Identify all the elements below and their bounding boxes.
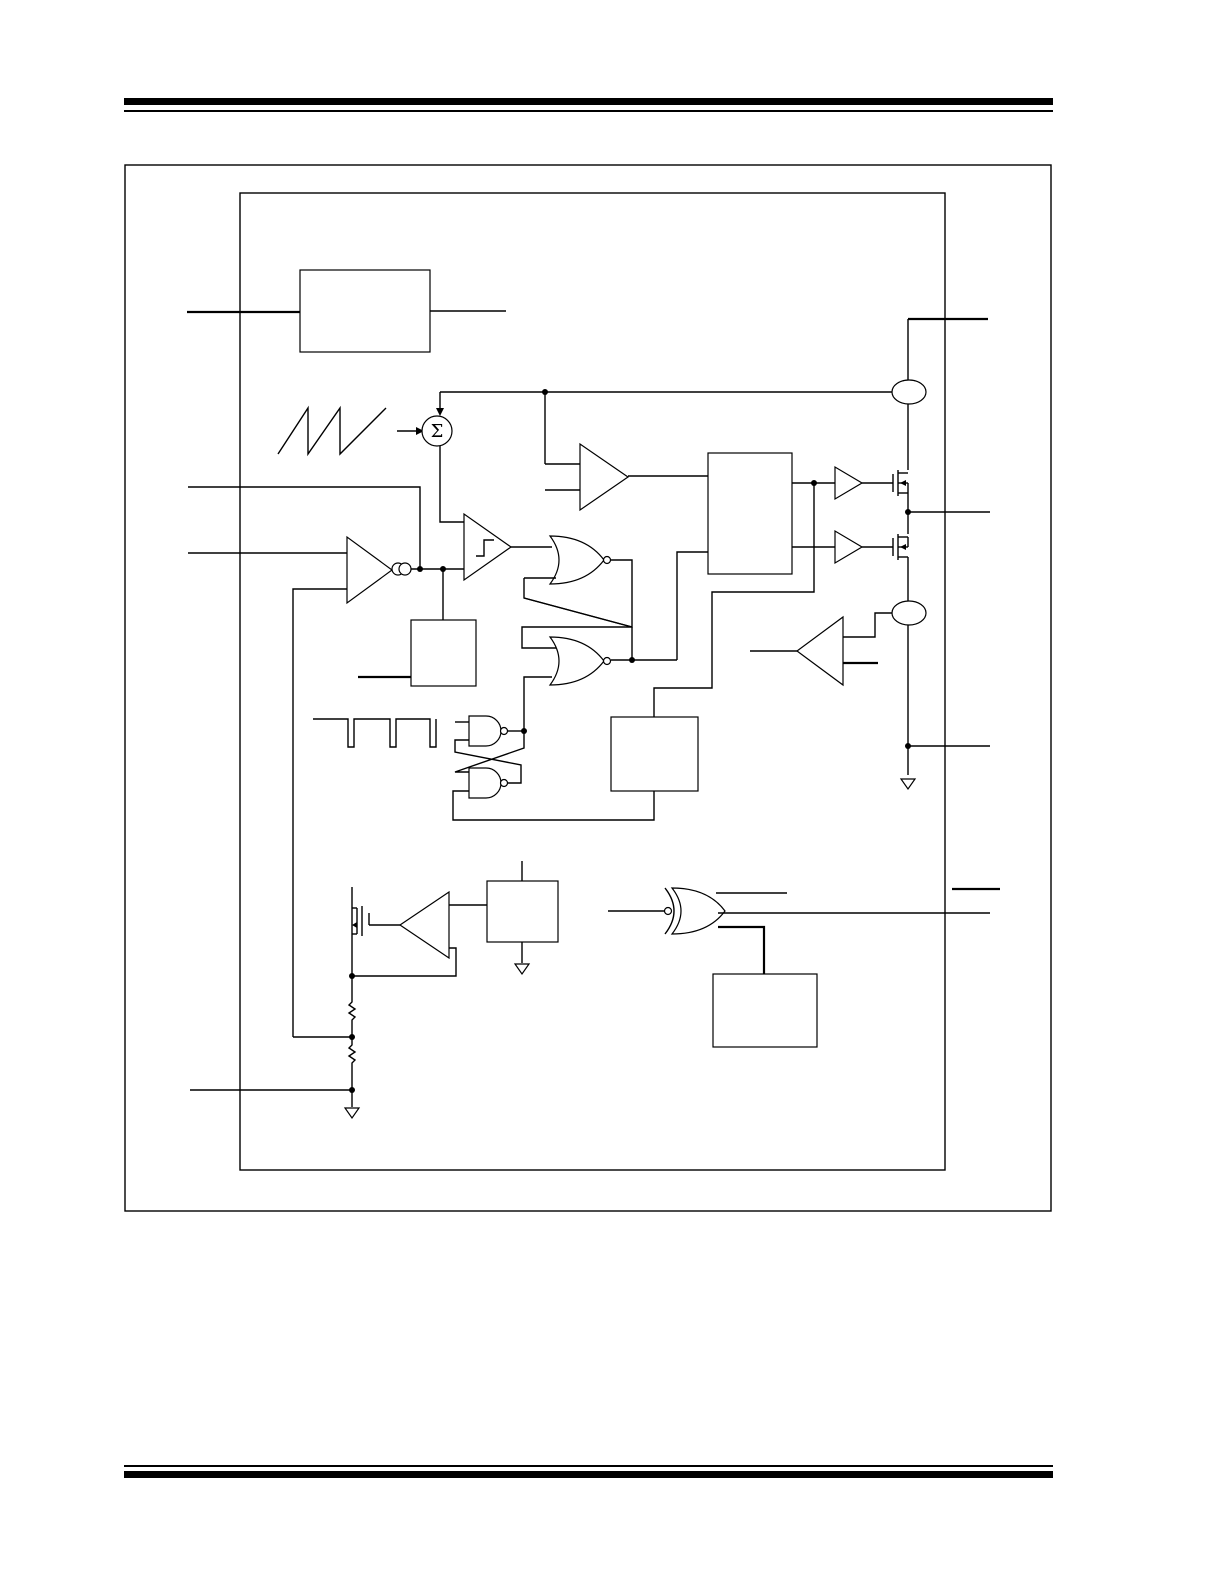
ground-symbol-reference: [513, 963, 531, 976]
chip-boundary: [239, 192, 946, 1171]
current-sense-loop-top: [891, 379, 927, 405]
error-amplifier: [346, 535, 394, 605]
reference-amplifier: [398, 890, 450, 960]
output-nor-gate: [608, 887, 990, 974]
nor-latch-upper: [521, 535, 633, 649]
hysteretic-comparator: [439, 446, 552, 582]
control-logic-block: [707, 452, 793, 575]
power-good-block: [712, 973, 818, 1048]
nor-latch-lower: [523, 551, 708, 686]
pwm-comparator: [544, 392, 708, 512]
reference-mosfet: [351, 887, 400, 975]
outer-figure-frame: [124, 164, 1052, 1212]
sawtooth-ramp-waveform: [277, 405, 387, 457]
current-sense-amplifier: [795, 615, 844, 687]
soft-start-block: [410, 619, 477, 687]
header-rule: [124, 98, 1053, 112]
summing-node-symbol: Σ: [431, 421, 444, 442]
low-side-gate-driver: [834, 529, 864, 565]
top-left-block: [187, 269, 506, 353]
nand-latch: [452, 715, 655, 821]
transconductance-source-icon: [391, 562, 412, 576]
low-side-mosfet: [892, 534, 909, 601]
clock-pulse-waveform: [313, 718, 437, 748]
bandgap-reference-block: [486, 880, 559, 943]
summing-node: Σ: [421, 415, 453, 447]
ground-symbol-right: [899, 778, 917, 791]
high-side-mosfet: [892, 470, 909, 534]
timing-block: [610, 716, 699, 792]
current-sense-loop-bottom: [891, 600, 927, 626]
resistor-divider: [190, 976, 361, 1120]
ground-symbol-divider: [343, 1107, 361, 1120]
high-side-gate-driver: [834, 465, 864, 501]
footer-rule: [124, 1465, 1053, 1478]
